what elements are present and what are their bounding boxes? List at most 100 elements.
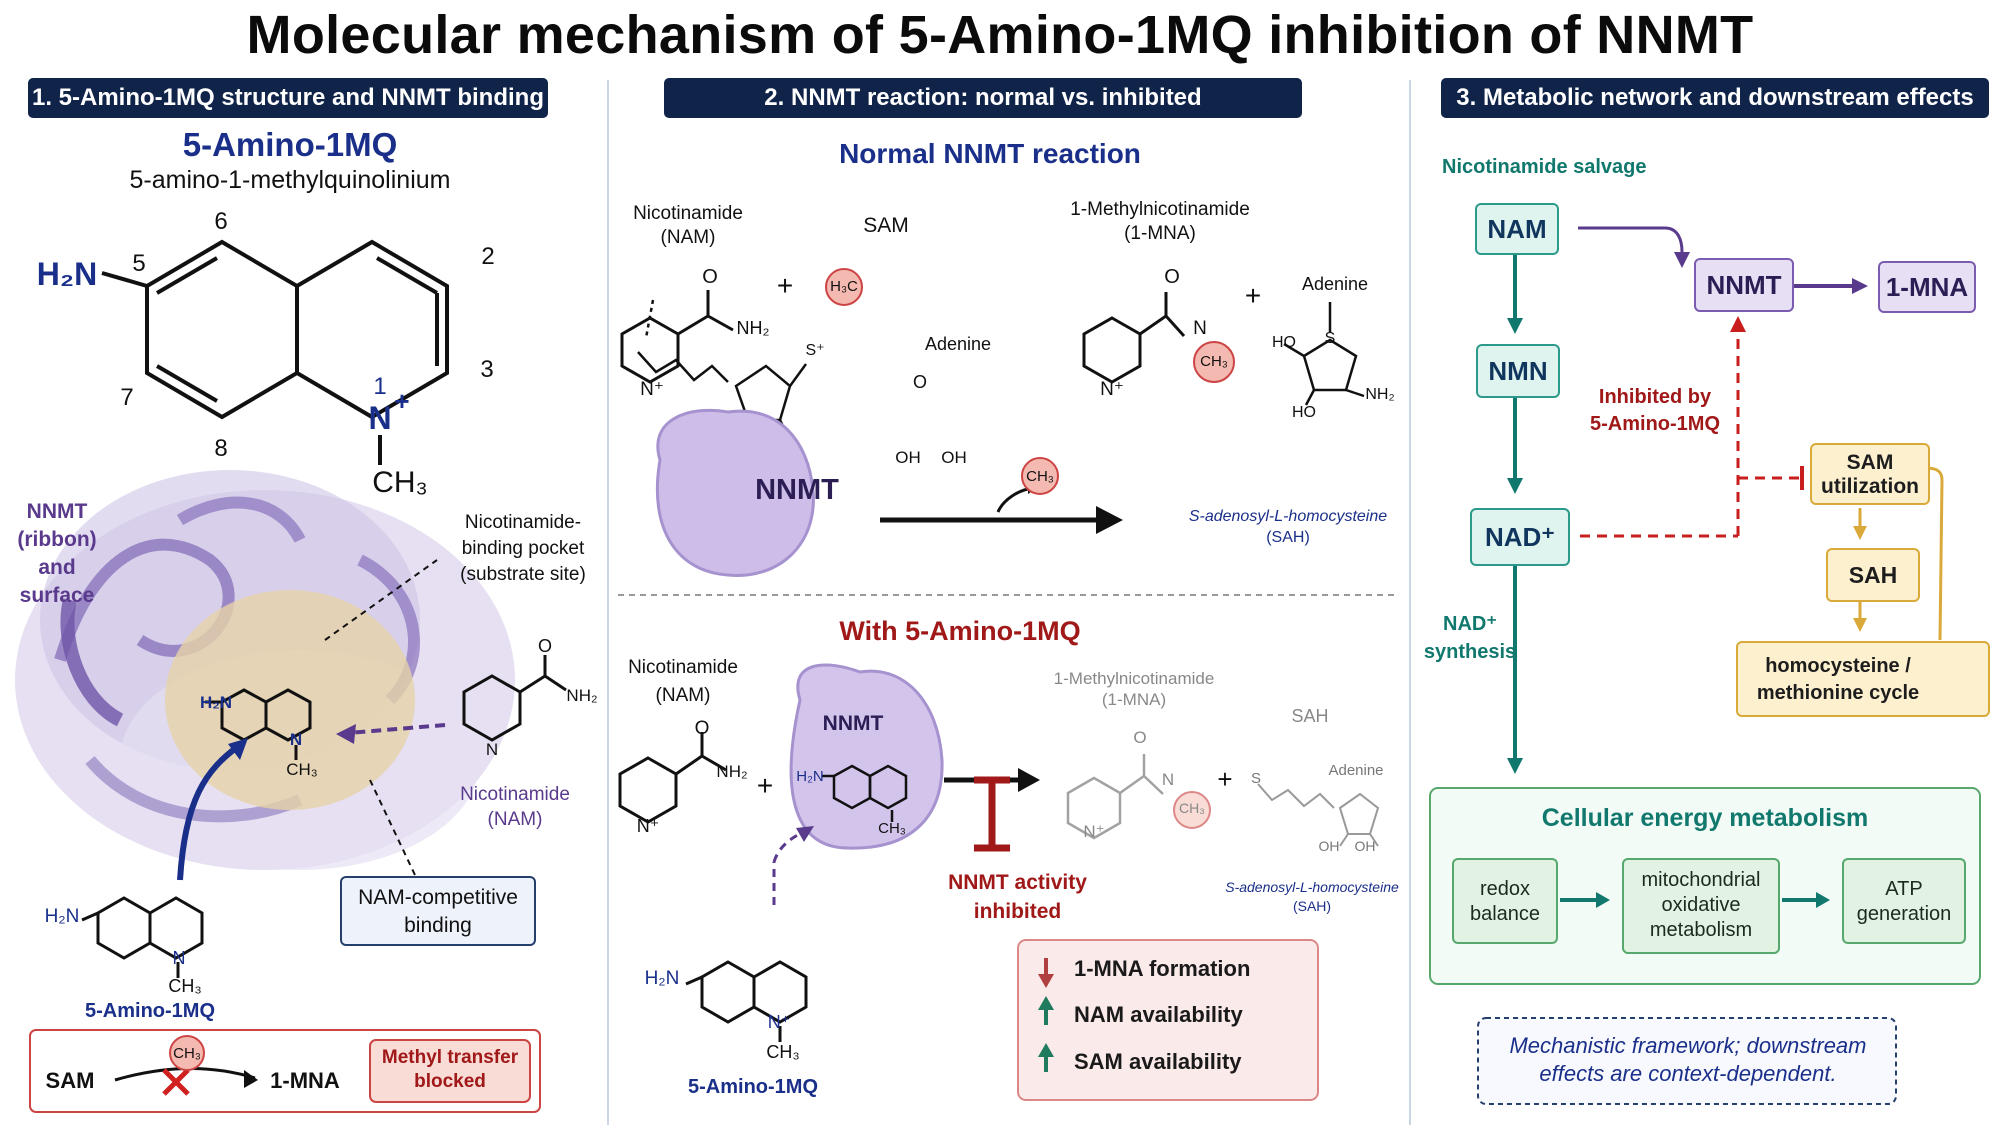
sah-label-inhibited: S-adenosyl-L-homocysteine (SAH) <box>1214 878 1410 916</box>
mna-faded-line1: 1-Methylnicotinamide <box>1053 669 1215 688</box>
inhibited-by-line1: Inhibited by <box>1598 386 1712 408</box>
node-nad: NAD⁺ <box>1470 508 1570 566</box>
down-arrow-icon <box>1038 974 1054 988</box>
nam-ring-n: N <box>485 740 499 759</box>
cycle-line1: homocysteine / <box>1765 655 1911 677</box>
inhibitor-n-bottom: N⁺ <box>767 1012 791 1032</box>
nam-inhibited-line2: (NAM) <box>655 685 711 706</box>
pocket-label-line2: binding pocket <box>461 538 585 559</box>
footnote-line2: effects are context-dependent. <box>1539 1061 1837 1086</box>
mito-line2: oxidative <box>1661 894 1741 916</box>
inhibitor-in-nnmt <box>822 764 908 822</box>
ch3-bubble <box>169 1035 205 1071</box>
page-title: Molecular mechanism of 5-Amino-1MQ inhib… <box>246 5 1754 65</box>
blocked-mna: 1-MNA <box>270 1068 340 1093</box>
nam-label-normal: Nicotinamide (NAM) <box>608 202 768 250</box>
sah-faded-s: S <box>1250 770 1261 787</box>
sah-molecule-faded <box>1257 783 1380 847</box>
ring-plus: + <box>394 386 410 416</box>
nam-label-inhibited: Nicotinamide (NAM) <box>608 654 758 710</box>
mna-faded-o: O <box>1133 728 1147 747</box>
effects-box <box>1017 939 1319 1101</box>
blocked-line2: blocked <box>414 1071 486 1092</box>
sah-inhibited-line2: (SAH) <box>1292 898 1332 914</box>
released-ch3-bubble <box>1021 457 1059 495</box>
mna-label-faded: 1-Methylnicotinamide (1-MNA) <box>1034 668 1234 710</box>
nam-n-inhibited: N⁺ <box>636 816 660 836</box>
mna-faded-ch3: CH₃ <box>1179 800 1205 816</box>
nnmt-label-normal: NNMT <box>755 474 839 506</box>
bound-methyl: CH₃ <box>286 760 318 779</box>
pocket-label-line1: Nicotinamide- <box>464 512 582 533</box>
oh-faded-1: OH <box>1318 838 1340 854</box>
mna-normal-line1: 1-Methylnicotinamide <box>1070 199 1250 220</box>
section-header-reaction: 2. NNMT reaction: normal vs. inhibited <box>664 78 1302 118</box>
sam-util-line2: utilization <box>1821 475 1919 498</box>
inhibitor-amine-bottom: H₂N <box>644 968 680 989</box>
up-arrow-icon-2 <box>1038 1043 1054 1057</box>
position-7: 7 <box>120 384 134 411</box>
nad-synth-line1: NAD⁺ <box>1443 613 1497 635</box>
small-inhibitor-structure <box>81 896 204 978</box>
inhibited-by-line2: 5-Amino-1MQ <box>1590 413 1720 435</box>
mna-faded-ring-n: N⁺ <box>1083 822 1105 841</box>
node-nmn: NMN <box>1476 344 1560 398</box>
sah-ho-2: HO <box>1292 404 1316 421</box>
sah-normal-line1: S-adenosyl-L-homocysteine <box>1188 508 1388 525</box>
node-sah: SAH <box>1826 548 1920 602</box>
faded-ch3-bubble <box>1173 791 1211 829</box>
inhibited-label: NNMT activity inhibited <box>930 868 1105 926</box>
node-1mna: 1-MNA <box>1878 261 1976 313</box>
redox-line2: balance <box>1469 903 1541 925</box>
amine-group: H₂N <box>36 256 98 292</box>
mna-normal-line2: (1-MNA) <box>1124 223 1196 244</box>
sah-label-normal: S-adenosyl-L-homocysteine (SAH) <box>1168 506 1408 548</box>
section-header-network: 3. Metabolic network and downstream effe… <box>1441 78 1989 118</box>
mna-faded-line2: (1-MNA) <box>1101 690 1167 709</box>
oh-faded-2: OH <box>1354 838 1376 854</box>
salvage-label: Nicotinamide salvage <box>1442 156 1647 178</box>
adenine-sah: Adenine <box>1301 274 1369 294</box>
cycle-line2: methionine cycle <box>1756 682 1920 704</box>
node-methionine-cycle: homocysteine / methionine cycle <box>1736 641 1990 717</box>
effect-nam-availability: NAM availability <box>1074 1002 1243 1027</box>
mna-molecule-normal <box>1082 292 1186 384</box>
adenine-faded: Adenine <box>1328 762 1384 779</box>
nam-label-p1: Nicotinamide (NAM) <box>440 782 590 832</box>
position-8: 8 <box>214 435 228 462</box>
atp-line1: ATP <box>1885 878 1923 900</box>
nam-label-line2: (NAM) <box>487 809 543 830</box>
node-nam: NAM <box>1475 203 1559 255</box>
inhibitor-methyl-bottom: CH₃ <box>766 1042 800 1062</box>
plus-4: + <box>1217 764 1233 794</box>
nam-n-normal: N⁺ <box>640 379 664 400</box>
nam-molecule-p1 <box>462 655 567 742</box>
bound-methyl-p2: CH₃ <box>878 820 906 837</box>
panel2-graphics <box>618 268 1398 1101</box>
nam-approach-arrow <box>347 723 446 735</box>
nam-amide-o: O <box>537 636 552 656</box>
nnmt-label-line1: NNMT <box>26 500 88 523</box>
plus-3: + <box>756 770 774 801</box>
section-header-structure: 1. 5-Amino-1MQ structure and NNMT bindin… <box>28 78 548 118</box>
mito-line3: metabolism <box>1649 919 1753 941</box>
s-plus-text: S⁺ <box>805 342 825 359</box>
sah-molecule-normal <box>1283 302 1365 406</box>
up-arrow-icon-1 <box>1038 996 1054 1010</box>
sah-label-faded: SAH <box>1291 706 1329 726</box>
bound-n: N <box>289 730 303 749</box>
quinoline-structure <box>101 239 449 465</box>
footnote: Mechanistic framework; downstream effect… <box>1480 1032 1896 1088</box>
sam-util-line1: SAM <box>1846 451 1894 474</box>
sah-nh2: NH₂ <box>1365 386 1395 403</box>
competitive-line2: binding <box>404 914 472 937</box>
pocket-label: Nicotinamide- binding pocket (substrate … <box>448 510 598 588</box>
ring-n: N <box>368 400 392 436</box>
mna-ch3-bubble <box>1193 341 1235 383</box>
pocket-label-line3: (substrate site) <box>460 564 586 585</box>
nnmt-blob-inhibited <box>789 663 944 850</box>
position-3: 3 <box>480 356 494 383</box>
nam-nh2-inhibited: NH₂ <box>716 762 748 781</box>
node-mitochondrial: mitochondrial oxidative metabolism <box>1622 858 1780 954</box>
effect-mna-formation: 1-MNA formation <box>1074 956 1251 981</box>
